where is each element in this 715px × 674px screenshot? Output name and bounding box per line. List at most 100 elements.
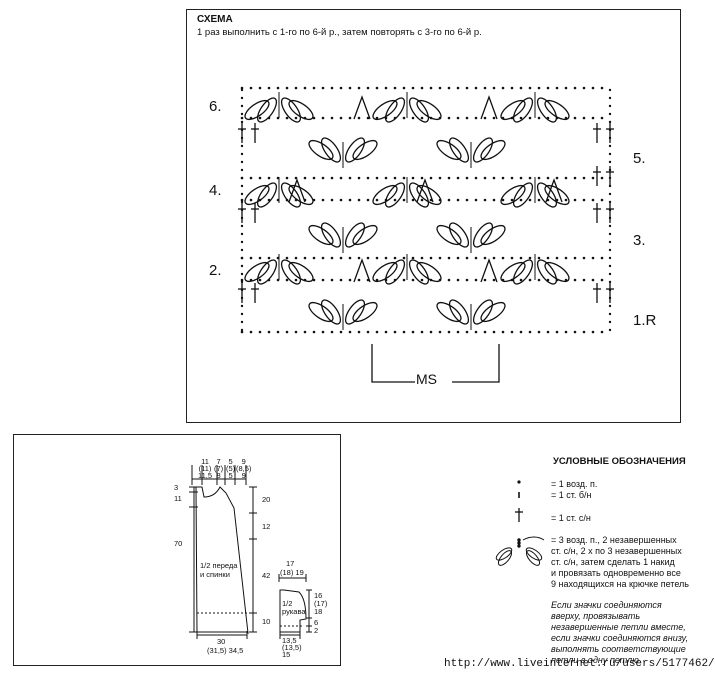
pattern-panel: 11 (11) 11,5 7 (7) 8 5 (5) 5 9 (8,5) 9 3… <box>13 434 341 666</box>
legend-item-chain: = 1 возд. п. <box>551 479 598 489</box>
legend-cluster-text: = 3 возд. п., 2 незавершенных ст. с/н, 2… <box>551 535 689 590</box>
chain-dot <box>321 198 325 202</box>
chain-dot <box>240 88 244 92</box>
chain-dot <box>249 198 253 202</box>
chain-dot <box>608 328 612 332</box>
chain-dot <box>501 256 505 260</box>
chain-dot <box>537 198 541 202</box>
chain-dot <box>303 86 307 90</box>
chain-dot <box>537 116 541 120</box>
chain-dot <box>573 330 577 334</box>
leaf-cluster <box>288 184 314 206</box>
chain-dot <box>608 112 612 116</box>
body-label-1: 1/2 переда <box>200 561 238 570</box>
chain-dot <box>591 176 595 180</box>
chain-dot <box>582 116 586 120</box>
note-line-2: вверху, провязывать <box>551 611 641 621</box>
row-label-5: 5. <box>633 150 646 167</box>
watermark-url[interactable]: http://www.liveinternet.ru/users/5177462… <box>444 658 715 670</box>
chain-dot <box>608 264 612 268</box>
chain-dot <box>294 86 298 90</box>
top-width-dim: 11 (11) 11,5 <box>198 458 213 480</box>
chain-dot <box>492 198 496 202</box>
chain-dot <box>429 330 433 334</box>
chain-dot <box>474 198 478 202</box>
chain-dot <box>402 330 406 334</box>
chain-dot <box>258 330 262 334</box>
pattern-drawing <box>189 465 312 639</box>
note-line-1: Если значки соединяются <box>551 600 662 610</box>
chain-dot <box>402 278 406 282</box>
chain-dot <box>240 200 244 204</box>
chain-dot <box>357 330 361 334</box>
chain-dot <box>348 198 352 202</box>
chain-dot <box>411 198 415 202</box>
chain-dot <box>402 198 406 202</box>
chain-dot <box>330 198 334 202</box>
leaf-cluster <box>408 259 430 285</box>
chain-dot <box>564 330 568 334</box>
chain-dot <box>285 256 289 260</box>
chain-dot <box>240 176 244 180</box>
chain-dot <box>420 330 424 334</box>
chain-dot <box>608 160 612 164</box>
chain-dot <box>492 330 496 334</box>
chain-dot <box>600 86 604 90</box>
chain-dot <box>357 278 361 282</box>
leaf-cluster <box>280 97 302 123</box>
chain-dot <box>510 256 514 260</box>
chain-dot <box>240 304 244 308</box>
v-stitch <box>353 258 371 283</box>
chain-dot <box>366 116 370 120</box>
chain-dot <box>384 256 388 260</box>
repeat-label: MS <box>416 371 437 387</box>
chain-dot <box>438 256 442 260</box>
leaf-cluster <box>244 184 270 206</box>
chain-dot <box>465 176 469 180</box>
chain-dot <box>465 198 469 202</box>
leaf-cluster <box>372 99 398 121</box>
chain-dot <box>447 116 451 120</box>
chain-dot <box>474 86 478 90</box>
chain-dot <box>276 330 280 334</box>
chain-dot <box>608 280 612 284</box>
chain-dot <box>519 278 523 282</box>
chain-dot <box>411 176 415 180</box>
chain-dot <box>492 256 496 260</box>
chain-dot <box>510 176 514 180</box>
chain-dot <box>393 176 397 180</box>
left-dim-3: 3 <box>174 483 179 492</box>
sleeve-top-width: 17 <box>286 559 295 568</box>
chain-dot <box>321 116 325 120</box>
chain-dot <box>608 104 612 108</box>
chain-dot <box>483 176 487 180</box>
chain-dot <box>267 256 271 260</box>
top-width-v2: (11) <box>198 464 212 473</box>
chain-dot <box>294 256 298 260</box>
v-stitch <box>288 178 306 203</box>
chain-dot <box>483 330 487 334</box>
chain-dot <box>573 278 577 282</box>
chain-dot <box>240 112 244 116</box>
chain-dot <box>600 256 604 260</box>
chain-dot <box>591 86 595 90</box>
left-dim-70: 70 <box>174 539 183 548</box>
chain-dot <box>528 86 532 90</box>
right-dim-20: 20 <box>262 495 271 504</box>
leaf-cluster <box>416 184 442 206</box>
chain-dot <box>348 176 352 180</box>
neck-width-dim: 7 (7) 8 <box>214 458 223 480</box>
chain-dot <box>456 330 460 334</box>
leaf-cluster <box>448 222 470 248</box>
chain-dot <box>258 86 262 90</box>
chain-dot <box>240 264 244 268</box>
chain-dot <box>330 256 334 260</box>
leaf-cluster <box>408 97 430 123</box>
chain-dot <box>519 86 523 90</box>
chain-dot <box>357 116 361 120</box>
chain-dot <box>339 116 343 120</box>
top-width-v3: 11,5 <box>198 471 213 480</box>
chain-dot <box>348 278 352 282</box>
chain-dot <box>321 256 325 260</box>
chain-dot <box>528 330 532 334</box>
